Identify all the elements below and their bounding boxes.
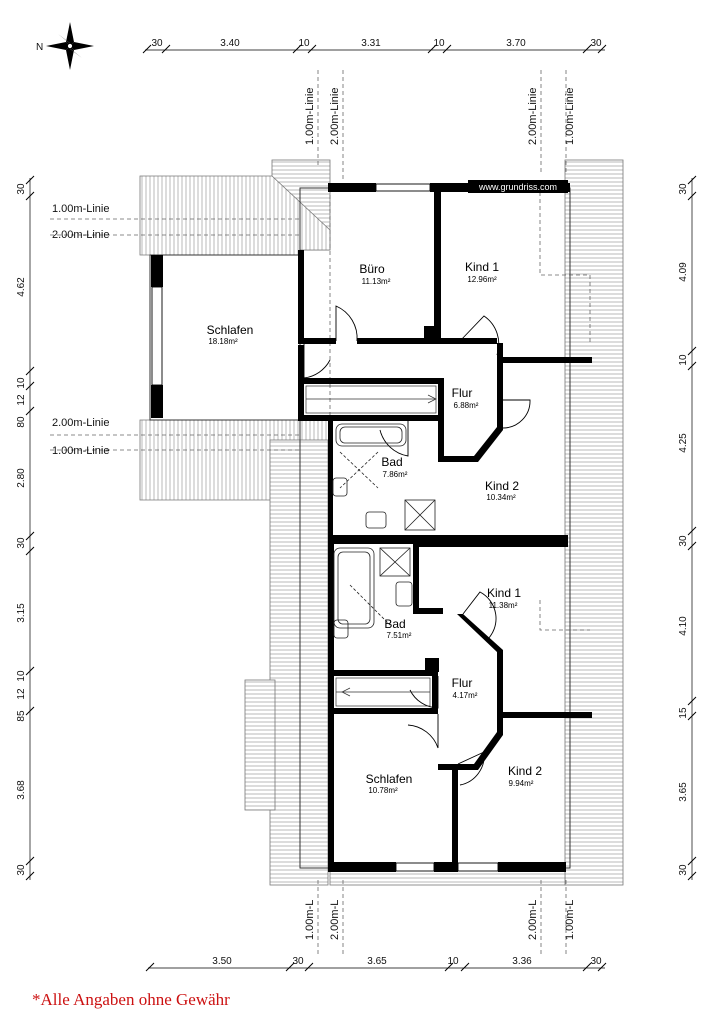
dim-top-6: 30 — [590, 38, 602, 49]
stairs — [305, 385, 437, 707]
sink-icon — [365, 511, 387, 529]
dim-left-8: 10 — [16, 670, 27, 682]
height-line-labels: 1.00m-Linie 2.00m-Linie 2.00m-Linie 1.00… — [52, 88, 576, 940]
doors — [303, 305, 531, 786]
compass-north-label: N — [36, 42, 43, 53]
dim-top-2: 10 — [298, 38, 310, 49]
watermark: www.grundriss.com — [468, 180, 568, 193]
room-schlafen-bottom-area: 10.78m² — [368, 786, 398, 795]
top-dimensions: 30 3.40 10 3.31 10 3.70 30 — [151, 38, 602, 49]
height-line-left-4: 1.00m-Linie — [52, 445, 109, 457]
dim-right-5: 4.10 — [678, 616, 689, 636]
dim-right-4: 30 — [678, 535, 689, 547]
dim-left-9: 12 — [16, 688, 27, 700]
height-line-top-3: 2.00m-Linie — [527, 88, 539, 145]
dim-left-11: 3.68 — [16, 780, 27, 800]
height-line-bottom-1: 1.00m-L — [304, 900, 316, 940]
dim-bottom-0: 3.50 — [212, 956, 232, 967]
room-schlafen-top-area: 18.18m² — [208, 337, 238, 346]
height-line-bottom-4: 1.00m-L — [564, 900, 576, 940]
height-line-top-1: 1.00m-Linie — [304, 88, 316, 145]
left-dimensions: 30 4.62 10 12 80 2.80 30 3.15 10 12 85 3… — [16, 183, 27, 876]
dim-top-4: 10 — [433, 38, 445, 49]
height-line-left-3: 2.00m-Linie — [52, 417, 109, 429]
dim-left-1: 4.62 — [16, 277, 27, 297]
height-line-top-4: 1.00m-Linie — [564, 88, 576, 145]
height-line-top-2: 2.00m-Linie — [329, 88, 341, 145]
dim-top-5: 3.70 — [506, 38, 526, 49]
dim-left-4: 80 — [16, 416, 27, 428]
room-buero-name: Büro — [359, 262, 385, 276]
room-flur-bottom-name: Flur — [452, 676, 473, 690]
dim-left-3: 12 — [16, 394, 27, 406]
room-kind2-top-area: 10.34m² — [486, 493, 516, 502]
height-lines — [50, 70, 591, 955]
dim-left-12: 30 — [16, 864, 27, 876]
room-bad-top-area: 7.86m² — [383, 470, 408, 479]
bathtub-icon — [335, 423, 407, 447]
compass-icon: N — [36, 22, 94, 70]
dim-left-2: 10 — [16, 377, 27, 389]
dim-right-7: 3.65 — [678, 782, 689, 802]
height-line-left-2: 2.00m-Linie — [52, 229, 109, 241]
dim-bottom-3: 10 — [447, 956, 459, 967]
room-kind1-bottom-name: Kind 1 — [487, 586, 521, 600]
height-line-bottom-3: 2.00m-L — [527, 900, 539, 940]
room-kind2-bottom-name: Kind 2 — [508, 764, 542, 778]
room-bad-bottom-name: Bad — [384, 617, 405, 631]
room-flur-bottom-area: 4.17m² — [453, 691, 478, 700]
dim-top-3: 3.31 — [361, 38, 381, 49]
room-kind2-top-name: Kind 2 — [485, 479, 519, 493]
dim-bottom-5: 30 — [590, 956, 602, 967]
dim-bottom-2: 3.65 — [367, 956, 387, 967]
room-labels: Büro 11.13m² Kind 1 12.96m² Schlafen 18.… — [207, 260, 543, 795]
room-kind1-top-name: Kind 1 — [465, 260, 499, 274]
dim-left-6: 30 — [16, 537, 27, 549]
toilet-icon — [332, 477, 348, 497]
shower-icon — [404, 499, 436, 531]
dim-left-5: 2.80 — [16, 468, 27, 488]
dim-bottom-1: 30 — [292, 956, 304, 967]
room-kind2-bottom-area: 9.94m² — [509, 779, 534, 788]
room-kind1-bottom-area: 11.38m² — [489, 601, 518, 610]
dim-right-2: 10 — [678, 354, 689, 366]
room-buero-area: 11.13m² — [362, 277, 391, 286]
dim-top-0: 30 — [151, 38, 163, 49]
dim-bottom-4: 3.36 — [512, 956, 532, 967]
roof-areas — [139, 159, 624, 886]
disclaimer: *Alle Angaben ohne Gewähr — [32, 990, 230, 1009]
windows — [151, 183, 499, 872]
height-line-left-1: 1.00m-Linie — [52, 203, 109, 215]
room-schlafen-top-name: Schlafen — [207, 323, 254, 337]
dim-left-10: 85 — [16, 710, 27, 722]
dim-left-7: 3.15 — [16, 603, 27, 623]
room-bad-top-name: Bad — [381, 455, 402, 469]
toilet-icon-2 — [333, 619, 349, 639]
right-dimensions: 30 4.09 10 4.25 30 4.10 15 3.65 30 — [678, 183, 689, 876]
room-flur-top-name: Flur — [452, 386, 473, 400]
bottom-dimensions: 3.50 30 3.65 10 3.36 30 — [212, 956, 602, 967]
dim-top-1: 3.40 — [220, 38, 240, 49]
dim-right-0: 30 — [678, 183, 689, 195]
walls — [151, 183, 592, 872]
dim-right-3: 4.25 — [678, 433, 689, 453]
sink-icon-2 — [395, 581, 413, 607]
dim-right-8: 30 — [678, 864, 689, 876]
room-kind1-top-area: 12.96m² — [467, 275, 497, 284]
dim-left-0: 30 — [16, 183, 27, 195]
room-bad-bottom-area: 7.51m² — [387, 631, 412, 640]
room-schlafen-bottom-name: Schlafen — [366, 772, 413, 786]
fixtures — [332, 423, 436, 639]
dim-right-1: 4.09 — [678, 262, 689, 282]
dimension-lines — [25, 44, 697, 972]
height-line-bottom-2: 2.00m-L — [329, 900, 341, 940]
svg-text:www.grundriss.com: www.grundriss.com — [478, 182, 557, 192]
dim-right-6: 15 — [678, 707, 689, 719]
bathtub-icon-2 — [333, 547, 375, 629]
room-flur-top-area: 6.88m² — [454, 401, 479, 410]
shower-icon-2 — [379, 547, 411, 577]
